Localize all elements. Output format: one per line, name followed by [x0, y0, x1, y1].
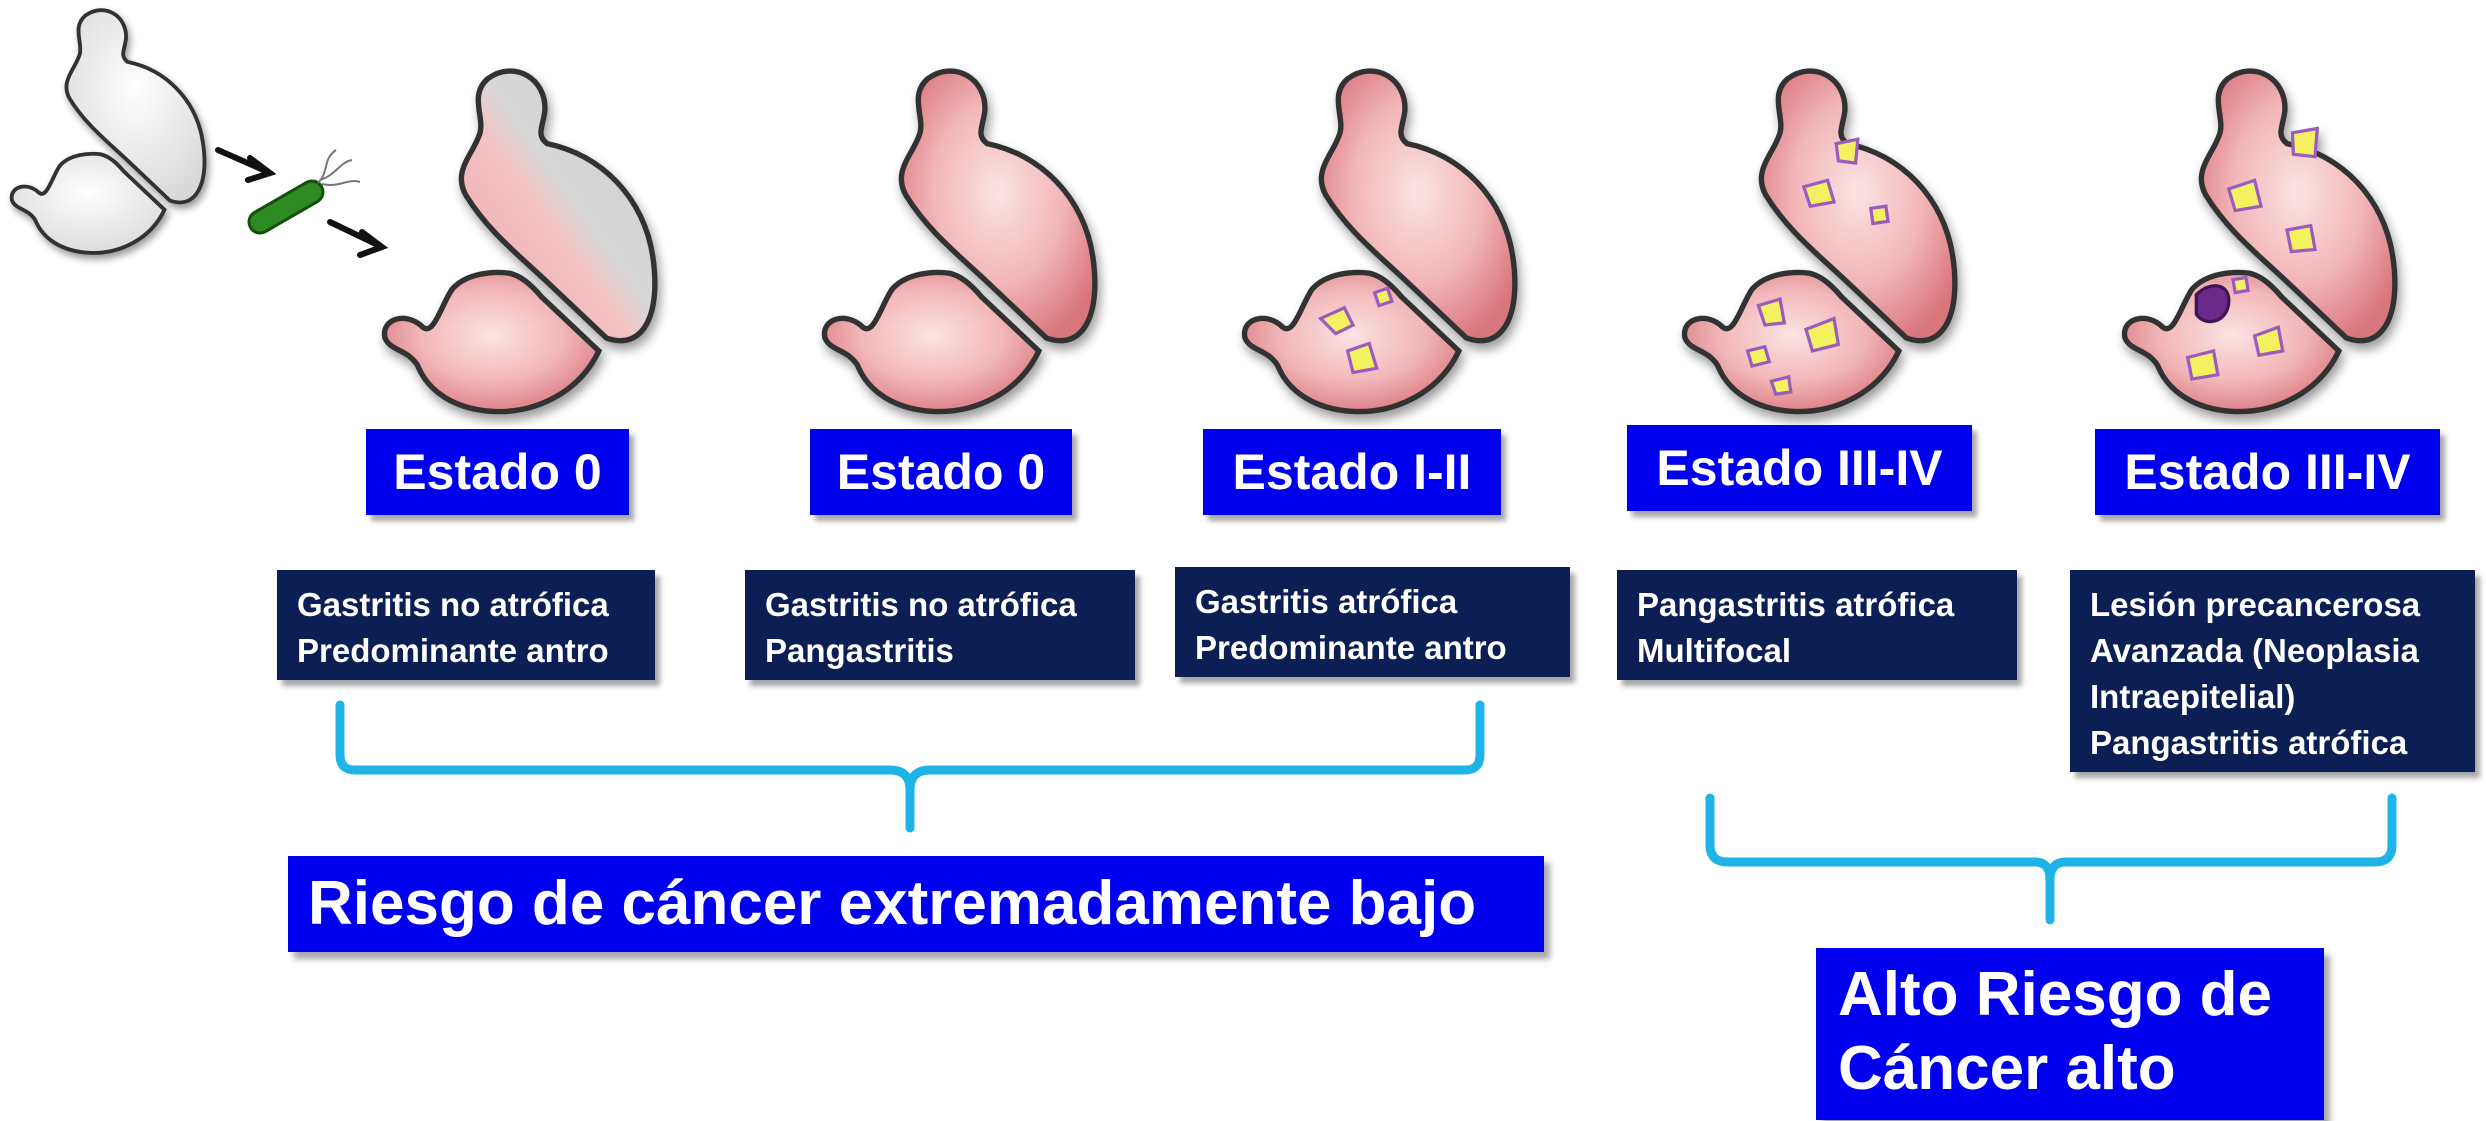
- stage-description: Gastritis no atrófica Pangastritis: [745, 570, 1135, 680]
- low-risk-brace: [335, 700, 1485, 833]
- stage-description: Lesión precancerosa Avanzada (Neoplasia …: [2070, 570, 2475, 772]
- description-line: Gastritis no atrófica: [297, 586, 609, 623]
- stomach-icon: [2125, 71, 2395, 412]
- stage-description: Pangastritis atrófica Multifocal: [1617, 570, 2017, 680]
- stage-label: Estado III-IV: [2095, 429, 2440, 515]
- low-risk-label: Riesgo de cáncer extremadamente bajo: [288, 856, 1544, 952]
- stage-label: Estado I-II: [1203, 429, 1501, 515]
- description-line: Gastritis no atrófica: [765, 586, 1077, 623]
- description-line: Gastritis atrófica: [1195, 583, 1458, 620]
- stage-label: Estado 0: [810, 429, 1072, 515]
- stage-description: Gastritis atrófica Predominante antro: [1175, 567, 1570, 677]
- risk-line: Cáncer alto: [1838, 1034, 2176, 1103]
- description-line: Lesión precancerosa: [2090, 586, 2421, 623]
- description-line: Pangastritis atrófica: [1637, 586, 1955, 623]
- description-line: Predominante antro: [297, 632, 609, 669]
- stomach-icon: [1245, 71, 1515, 412]
- description-line: Pangastritis atrófica: [2090, 724, 2408, 761]
- stomach-icon: [385, 71, 655, 412]
- risk-line: Alto Riesgo de: [1838, 960, 2273, 1029]
- description-line: Avanzada (Neoplasia: [2090, 632, 2419, 669]
- arrow-icon: [215, 147, 389, 258]
- risk-line: Riesgo de cáncer extremadamente bajo: [308, 869, 1477, 938]
- description-line: Intraepitelial): [2090, 678, 2296, 715]
- description-line: Multifocal: [1637, 632, 1791, 669]
- high-risk-brace: [1705, 793, 2397, 925]
- description-line: Predominante antro: [1195, 629, 1507, 666]
- stomach-icon: [825, 71, 1095, 412]
- stage-label: Estado 0: [366, 429, 629, 515]
- h-pylori-bacterium-icon: [247, 149, 361, 235]
- description-line: Pangastritis: [765, 632, 954, 669]
- healthy-stomach-icon: [9, 8, 207, 255]
- stage-label: Estado III-IV: [1627, 425, 1972, 511]
- stomach-icon: [1685, 71, 1955, 412]
- stage-description: Gastritis no atrófica Predominante antro: [277, 570, 655, 680]
- high-risk-label: Alto Riesgo de Cáncer alto: [1816, 948, 2324, 1120]
